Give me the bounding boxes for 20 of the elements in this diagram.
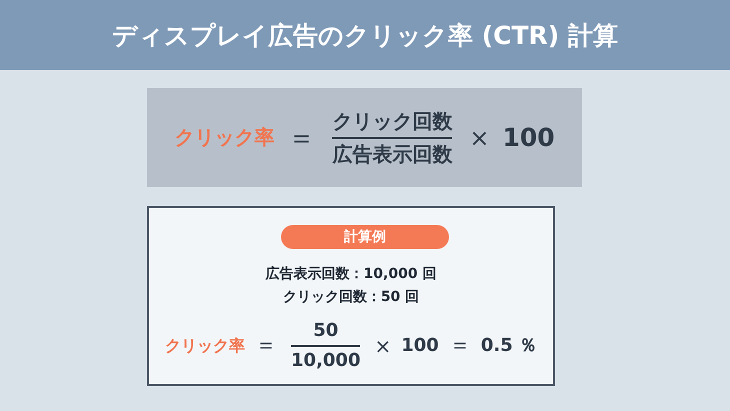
multiplier-number: 100 — [502, 122, 555, 154]
multiply-sign: × — [469, 122, 490, 152]
equals-sign: ＝ — [287, 120, 316, 155]
numerator-text: クリック回数 — [332, 108, 452, 134]
formula-panel — [147, 88, 582, 187]
multiplier-number: 100 — [401, 334, 439, 358]
given-value-text: 広告表示回数：10,000 回 — [266, 266, 436, 284]
denominator-number: 10,000 — [291, 350, 360, 372]
denominator-text: 広告表示回数 — [332, 142, 452, 166]
given-value-text: クリック回数：50 回 — [282, 289, 420, 307]
title-text: ディスプレイ広告のクリック率 (CTR) 計算 — [112, 20, 618, 52]
equals-sign: ＝ — [255, 332, 278, 360]
rate-label: クリック率 — [165, 336, 246, 356]
example-panel — [147, 206, 555, 386]
rate-label: クリック率 — [174, 125, 274, 150]
result-value: 0.5 ％ — [480, 334, 537, 358]
numerator-number: 50 — [313, 320, 338, 342]
multiply-sign: × — [374, 334, 392, 358]
equals-sign: ＝ — [448, 332, 471, 360]
section-tag: 計算例 — [281, 225, 449, 249]
